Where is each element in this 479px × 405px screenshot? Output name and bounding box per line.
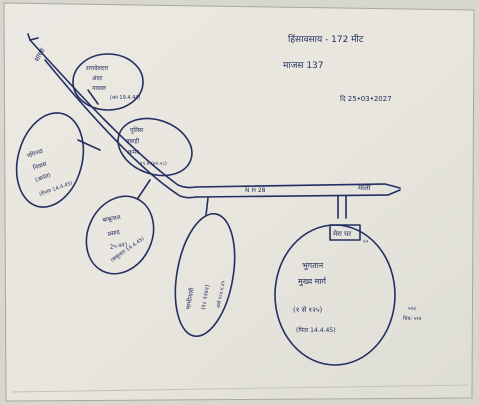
highway-top-edge [194, 183, 401, 189]
bottom-left-line: 2५-४२) [109, 241, 128, 251]
connector-bottom-left [137, 179, 151, 199]
right-note-line: ५१४ [408, 306, 416, 312]
connector-big-right [337, 195, 347, 219]
big-right-line: भुगतान [302, 261, 324, 271]
right-note-line: चित्र: ५२४ [403, 315, 422, 322]
bottom-mid-line: (१८ १२४२) [200, 284, 211, 310]
main-road-upper [29, 39, 196, 189]
bottom-mid-line: वर्षा १८४.४.३५ [215, 280, 227, 309]
mid-upper-oval [117, 117, 193, 177]
mid-upper-line: पुलिस [130, 126, 144, 134]
bottom-left-line: बाबूलाल [102, 214, 122, 224]
road-right-end: माली [358, 183, 371, 192]
paper-edge-line [11, 384, 469, 393]
connector-top-small [87, 89, 99, 105]
highway-bottom-edge [195, 189, 401, 198]
main-road-lower [44, 59, 197, 199]
top-small-oval [72, 53, 144, 111]
mid-upper-line: तबाही [126, 137, 140, 145]
bottom-left-oval [85, 195, 155, 275]
bottom-left-line: प्रसाद [107, 229, 121, 238]
road-label: N H 28 [245, 187, 266, 194]
mid-upper-line: १९.४ (४२.०८) [140, 161, 167, 167]
house-box-label: मेरा घर [333, 229, 351, 238]
house-box [329, 224, 361, 241]
connector-left-big [77, 139, 101, 151]
header-line1: हिंसावसाय - 172 मीट [288, 33, 364, 45]
header-line2: माजस 137 [283, 61, 324, 71]
mid-upper-line: क्रमर [128, 149, 139, 156]
paper-sheet [3, 2, 475, 402]
big-right-line: (१ से १२५) [293, 305, 322, 314]
top-small-line: अंदर [92, 75, 103, 82]
bottom-mid-oval [174, 212, 236, 338]
top-small-line: (धन 19.4.44) [110, 95, 140, 101]
connector-bottom-mid [205, 197, 209, 216]
house-box-sub: २२ [363, 239, 369, 245]
big-right-line: मुख्य मार्ग [298, 276, 327, 287]
top-small-line: नावाल [92, 85, 107, 92]
big-right-line: (पिता 14.4.45) [296, 326, 335, 334]
bottom-mid-line: भाभीताली [184, 287, 196, 311]
header-date: दि 25•03•2027 [340, 94, 392, 103]
road-start-arrow [27, 33, 39, 41]
left-big-oval [15, 112, 85, 208]
top-small-line: सत्तदेवदत्त [86, 64, 109, 72]
